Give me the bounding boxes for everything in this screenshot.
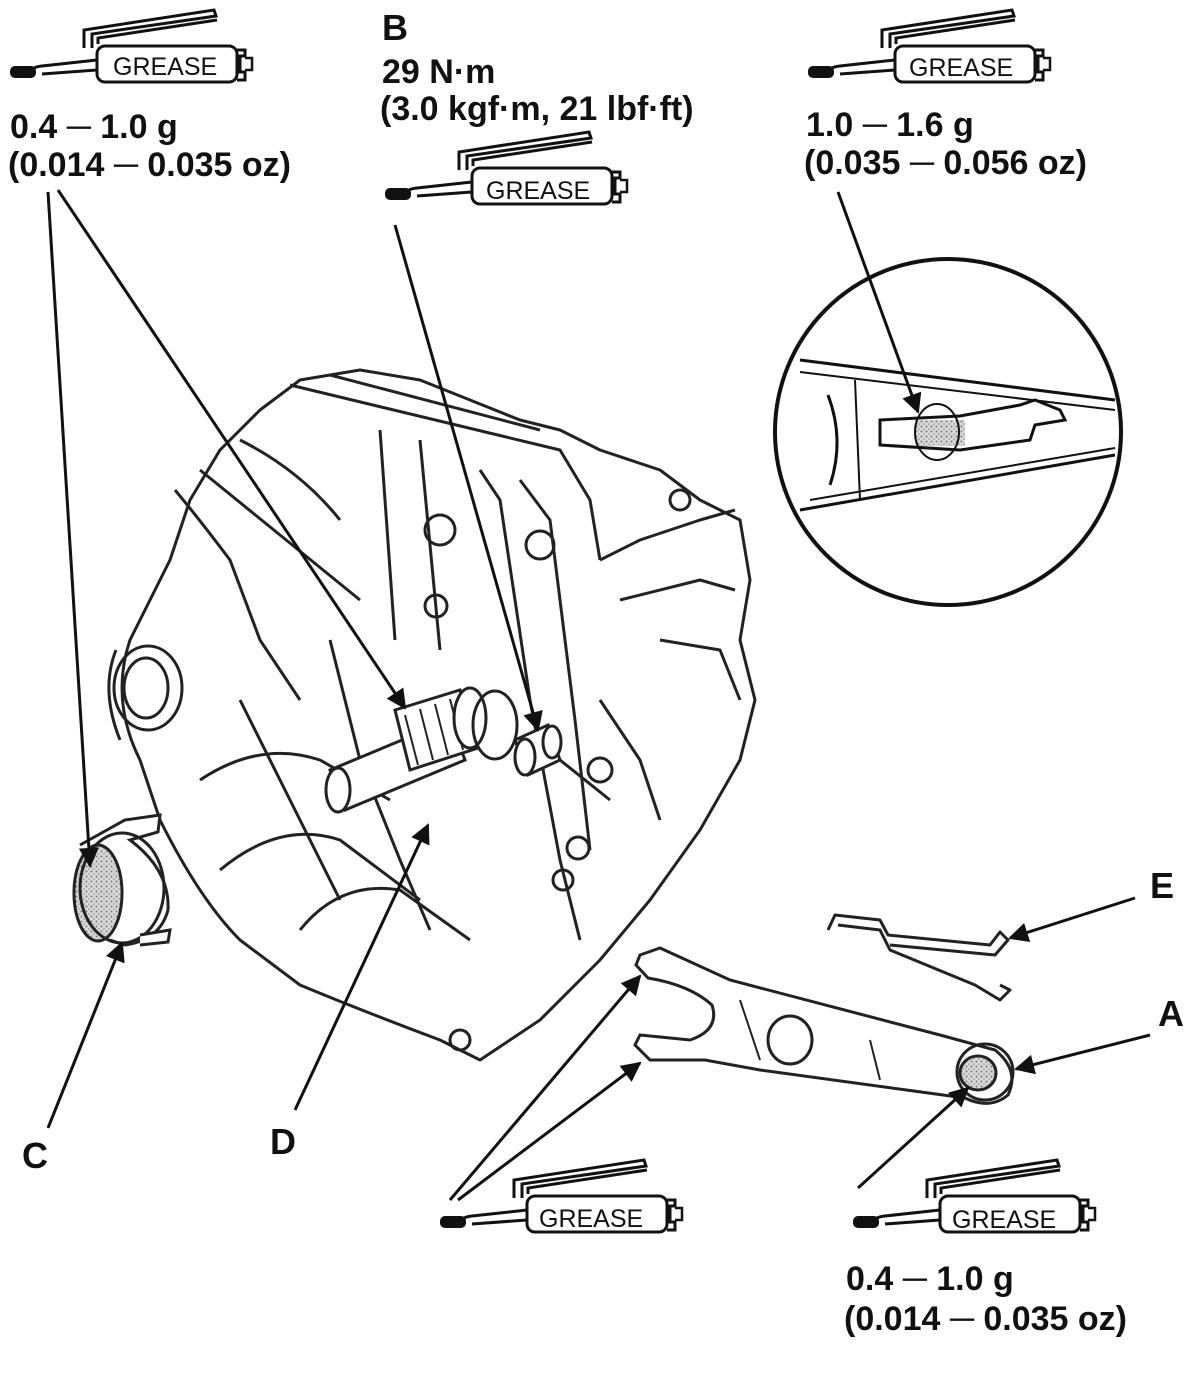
- detail-zoom-circle: [773, 257, 1123, 607]
- grease-amount-top-right-oz: (0.035 ─ 0.056 oz): [804, 144, 1088, 182]
- torque-value: 29 N·m: [382, 53, 496, 91]
- release-bearing: [72, 813, 172, 947]
- grease-gun-icon-top-left: GREASE: [8, 8, 254, 84]
- grease-gun-icon-top-center: GREASE: [383, 130, 629, 206]
- part-label-a: A: [1158, 993, 1184, 1034]
- part-label-b: B: [382, 7, 408, 48]
- grease-gun-icon-top-right: GREASE: [806, 8, 1052, 84]
- release-spring: [826, 913, 1012, 1002]
- grease-label: GREASE: [952, 1206, 1056, 1234]
- part-label-c: C: [22, 1135, 48, 1176]
- torque-value-imperial: (3.0 kgf·m, 21 lbf·ft): [380, 90, 694, 128]
- part-label-e: E: [1150, 865, 1175, 906]
- grease-amount-top-right: 1.0 ─ 1.6 g: [806, 106, 974, 144]
- mounting-bolt: [513, 722, 563, 778]
- grease-label: GREASE: [113, 53, 217, 81]
- transmission-housing: [107, 368, 757, 1062]
- grease-gun-icon-bottom-center: GREASE: [438, 1158, 684, 1234]
- grease-label: GREASE: [909, 54, 1013, 82]
- input-shaft: [324, 686, 519, 814]
- grease-amount-bottom-right: 0.4 ─ 1.0 g: [846, 1260, 1014, 1298]
- grease-gun-icon-bottom-right: GREASE: [851, 1158, 1097, 1234]
- grease-amount-top-left-oz: (0.014 ─ 0.035 oz): [8, 146, 292, 184]
- grease-amount-top-left: 0.4 ─ 1.0 g: [10, 108, 178, 146]
- part-label-d: D: [270, 1121, 296, 1162]
- grease-label: GREASE: [486, 177, 590, 205]
- grease-label: GREASE: [539, 1205, 643, 1233]
- grease-amount-bottom-right-oz: (0.014 ─ 0.035 oz): [844, 1300, 1128, 1338]
- release-fork: [633, 946, 1015, 1105]
- leader-arrows: [46, 189, 1151, 1202]
